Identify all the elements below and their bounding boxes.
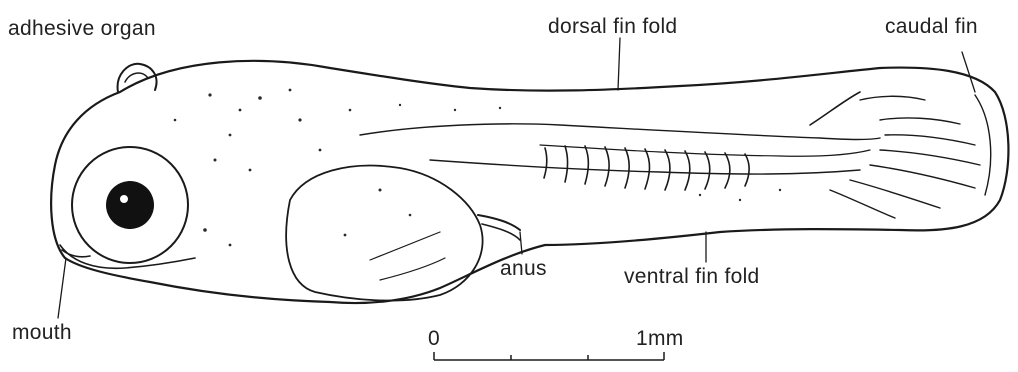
- label-ventral-fin-fold: ventral fin fold: [624, 266, 760, 287]
- label-dorsal-fin-fold: dorsal fin fold: [548, 16, 677, 37]
- label-anus: anus: [500, 258, 547, 279]
- eye-pupil: [106, 181, 154, 229]
- mouth-line: [62, 250, 90, 257]
- gut-inner-1: [370, 232, 440, 260]
- eye-highlight: [120, 195, 128, 203]
- scale-bar: [434, 352, 664, 360]
- pointer-caudal: [962, 52, 975, 92]
- scale-start-label: 0: [428, 328, 440, 349]
- notochord-lower: [430, 160, 860, 174]
- spinal-line: [540, 145, 870, 156]
- tail-dorsal-ridge: [810, 92, 860, 125]
- gut-inner-2: [380, 258, 445, 280]
- scale-end-label: 1mm: [636, 328, 684, 349]
- myotome-segments: [544, 146, 749, 190]
- gut-mass: [286, 166, 482, 301]
- label-mouth: mouth: [12, 322, 72, 343]
- pointer-anus: [520, 232, 522, 254]
- caudal-edge: [975, 95, 991, 195]
- notochord-upper: [360, 124, 880, 140]
- caudal-fin-rays: [830, 96, 980, 218]
- anal-tube: [478, 215, 520, 230]
- label-adhesive-organ: adhesive organ: [8, 18, 156, 39]
- label-caudal-fin: caudal fin: [885, 16, 978, 37]
- pointer-dorsal: [618, 38, 620, 90]
- pointer-mouth: [58, 258, 66, 318]
